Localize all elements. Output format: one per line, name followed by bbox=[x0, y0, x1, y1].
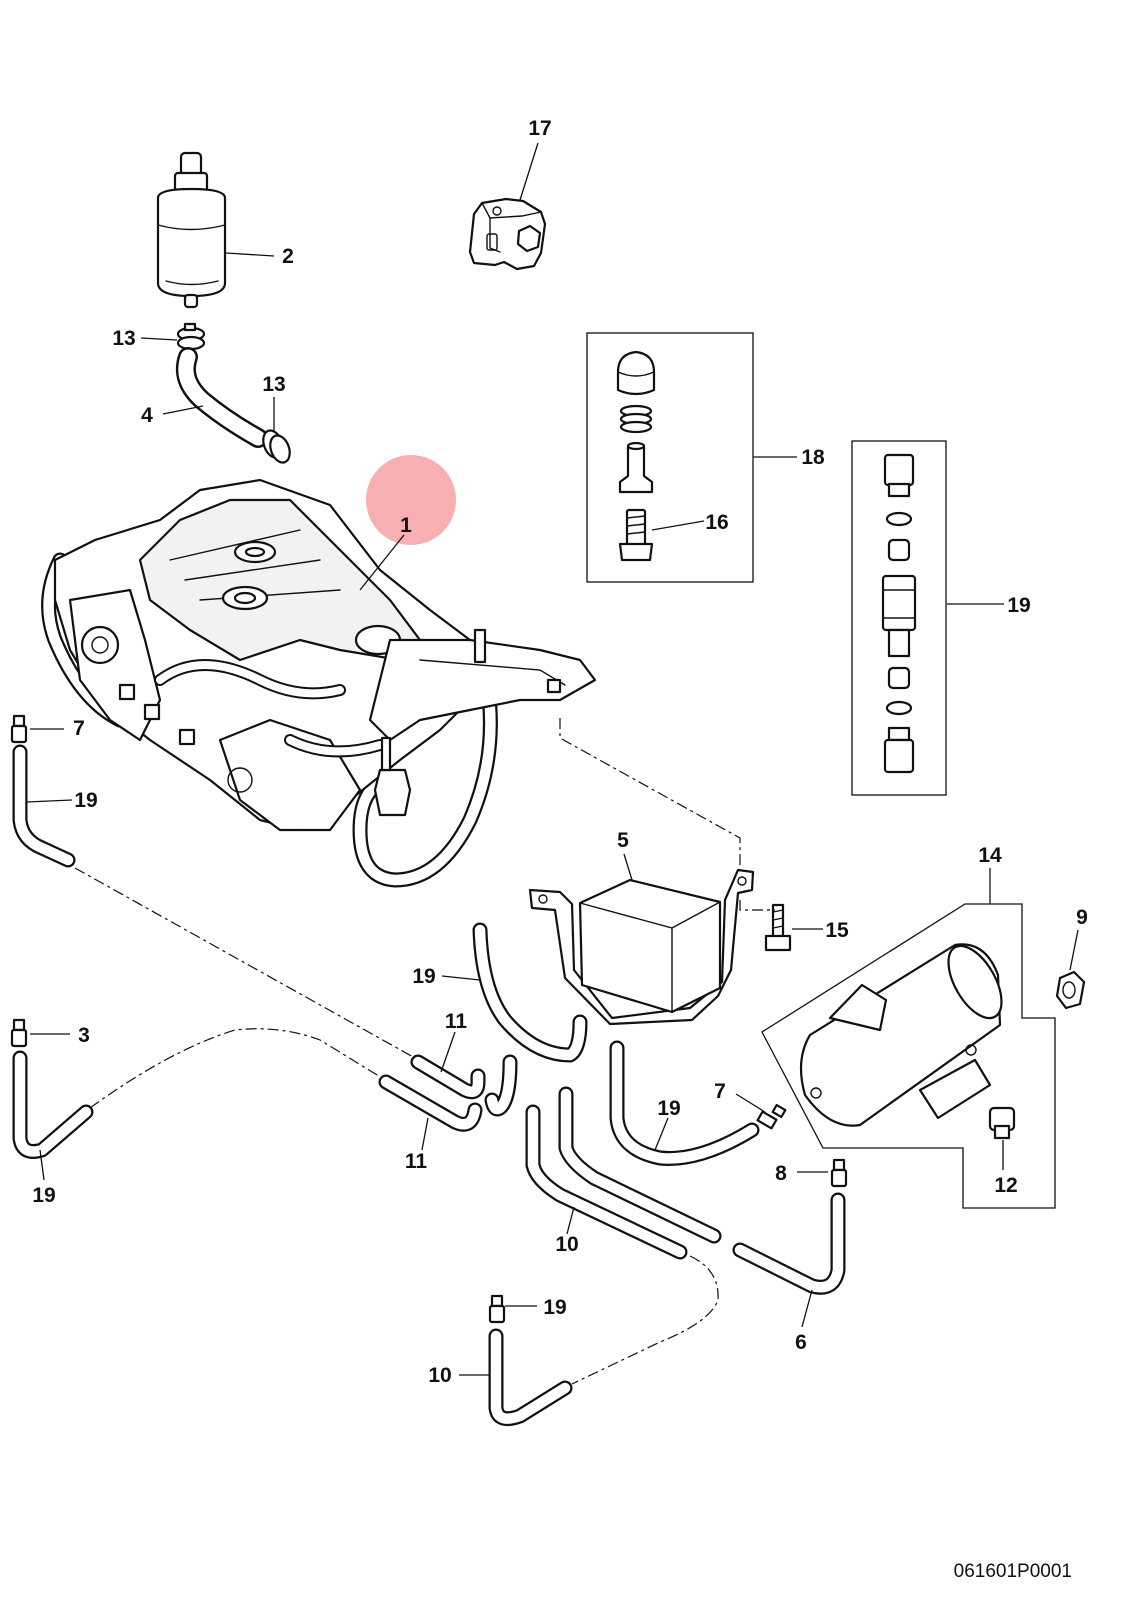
callout-1: 1 bbox=[400, 514, 412, 537]
part-14-bolt bbox=[764, 903, 792, 952]
part-6-hose bbox=[732, 1192, 846, 1295]
callout-16: 16 bbox=[705, 511, 728, 534]
part-19-fitting-a bbox=[10, 714, 28, 744]
callout-5: 14 bbox=[978, 844, 1002, 867]
part-7-hose-center bbox=[410, 1054, 486, 1100]
part-13-clip-upper bbox=[176, 322, 206, 351]
callout-19: 7 bbox=[714, 1080, 726, 1103]
part-11-hose-left bbox=[12, 1050, 94, 1159]
callout-19: 8 bbox=[775, 1162, 787, 1185]
part-19-fitting-b bbox=[10, 1018, 28, 1048]
part-5-reservoir bbox=[799, 943, 1003, 1127]
part-16-bolt bbox=[618, 508, 654, 562]
part-10-hose-lower bbox=[488, 1328, 573, 1427]
part-7-hose-left bbox=[12, 744, 76, 868]
diagram-reference-code: 061601P0001 bbox=[954, 1561, 1072, 1582]
part-9-hose bbox=[472, 922, 588, 1063]
part-5-frame bbox=[761, 903, 1056, 1209]
callout-19: 19 bbox=[543, 1296, 566, 1319]
part-18-kit-box bbox=[586, 332, 754, 583]
callout-18: 18 bbox=[801, 446, 825, 469]
callout-8: 19 bbox=[657, 1097, 680, 1120]
part-3-bracket bbox=[528, 868, 755, 1026]
part-12-clip bbox=[988, 1106, 1016, 1140]
callout-9: 19 bbox=[412, 965, 435, 988]
part-17-bracket bbox=[468, 197, 547, 271]
part-4-hose bbox=[175, 347, 268, 448]
callout-2: 2 bbox=[282, 245, 294, 268]
callout-13: 13 bbox=[112, 327, 135, 350]
callout-19: 3 bbox=[78, 1024, 90, 1047]
callout-3: 5 bbox=[617, 829, 629, 852]
part-8-hose bbox=[609, 1040, 760, 1166]
callout-14: 15 bbox=[825, 919, 849, 942]
callout-12: 12 bbox=[994, 1174, 1017, 1197]
callout-19: 19 bbox=[1007, 594, 1030, 617]
callout-6: 6 bbox=[795, 1331, 807, 1354]
callout-11: 19 bbox=[32, 1184, 55, 1207]
part-19-kit-box bbox=[851, 440, 947, 796]
highlight-marker bbox=[366, 455, 456, 545]
part-19-kit-parts bbox=[881, 453, 917, 774]
part-2-filter bbox=[156, 151, 227, 309]
connection-lines bbox=[74, 718, 775, 1385]
part-15-nut bbox=[1055, 970, 1086, 1010]
part-1-compressor-assembly bbox=[41, 478, 597, 888]
part-19-fitting-d bbox=[830, 1158, 848, 1188]
callout-17: 17 bbox=[528, 117, 551, 140]
callout-19: 7 bbox=[73, 717, 85, 740]
callout-13: 13 bbox=[262, 373, 285, 396]
part-19-fitting-e bbox=[488, 1294, 506, 1324]
callout-10: 10 bbox=[428, 1364, 451, 1387]
callout-7: 11 bbox=[445, 1010, 468, 1033]
callout-7: 19 bbox=[74, 789, 97, 812]
part-19-fitting-c bbox=[756, 1103, 787, 1130]
callout-4: 4 bbox=[141, 404, 153, 427]
callout-15: 9 bbox=[1076, 906, 1088, 929]
part-18-kit-parts bbox=[616, 350, 656, 494]
callout-labels: 17 2 13 13 4 18 16 1 19 7 19 3 5 14 15 9… bbox=[32, 117, 1088, 1387]
callout-10: 10 bbox=[555, 1233, 578, 1256]
part-13-clip-lower bbox=[262, 429, 291, 464]
part-11-hose-center bbox=[378, 1054, 518, 1132]
callout-11: 11 bbox=[405, 1150, 428, 1173]
part-10-hose-upper bbox=[525, 1086, 722, 1260]
leader-lines bbox=[26, 142, 1079, 1376]
